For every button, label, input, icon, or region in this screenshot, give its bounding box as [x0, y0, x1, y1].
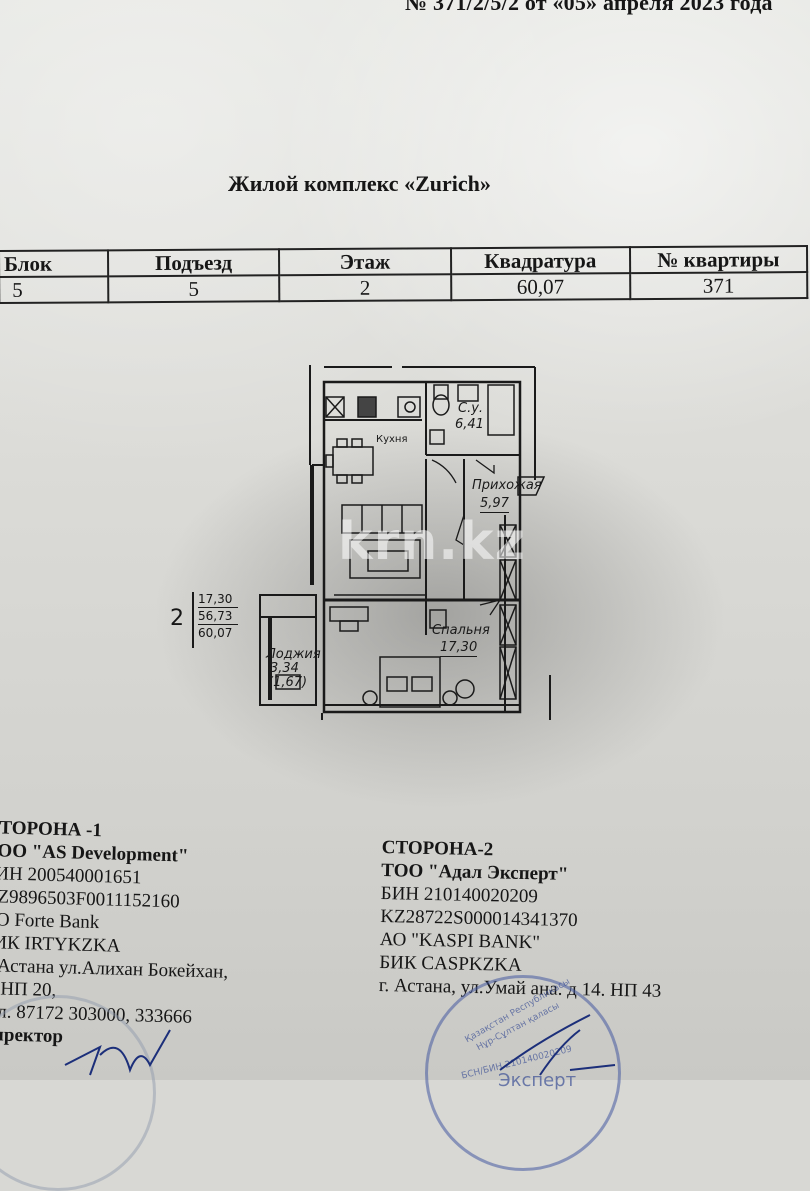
document-reference: № 371/2/5/2 от «05» апреля 2023 года	[405, 0, 773, 15]
complex-title: Жилой комплекс «Zurich»	[228, 171, 491, 196]
room-loggia-reduced-area: (1,67)	[268, 675, 308, 690]
value-area: 60,07	[450, 273, 630, 301]
room-count: 2	[170, 606, 184, 631]
party-2-signature	[499, 1014, 616, 1076]
apartment-info-table: Блок Подъезд Этаж Квадратура № квартиры …	[0, 245, 808, 304]
room-bedroom-area: 17,30	[440, 640, 478, 657]
room-hallway-label: Прихожая	[472, 478, 542, 493]
header-block: Блок	[0, 250, 109, 277]
summary-separator	[198, 624, 238, 626]
floor-plan-drawing	[259, 365, 551, 720]
summary-separator	[198, 607, 238, 609]
summary-divider	[192, 592, 194, 648]
room-hallway-area: 5,97	[480, 496, 509, 513]
room-loggia-area: 3,34	[270, 661, 299, 676]
table-row: 5 5 2 60,07 371	[0, 272, 808, 303]
party-1-details: СТОРОНА -1 ТОО "AS Development" БИН 2005…	[0, 816, 232, 1053]
value-apartment-number: 371	[629, 272, 808, 300]
value-block: 5	[0, 276, 109, 303]
room-bathroom-label: С.у.	[458, 401, 484, 416]
kitchen-note: Кухня	[376, 434, 408, 445]
header-entrance: Подъезд	[108, 249, 280, 277]
area-summary: 2 17,30 56,73 60,07	[170, 592, 250, 652]
total-area: 60,07	[198, 626, 233, 640]
room-bathroom-area: 6,41	[455, 417, 484, 432]
value-entrance: 5	[108, 275, 280, 303]
living-area: 17,30	[198, 592, 233, 606]
value-floor: 2	[279, 274, 452, 302]
watermark: krn.kz	[338, 512, 526, 572]
party-2-details: СТОРОНА-2 ТОО "Адал Эксперт" БИН 2101400…	[379, 836, 665, 1003]
room-loggia-label: Лоджия	[266, 647, 321, 662]
area-without-loggia: 56,73	[198, 609, 233, 623]
header-apartment-number: № квартиры	[629, 246, 808, 274]
floor-plan: С.у. 6,41 Прихожая 5,97 Спальня 17,30 Ло…	[250, 355, 560, 720]
header-floor: Этаж	[278, 248, 451, 276]
party-1-signature	[64, 1029, 171, 1076]
room-bedroom-label: Спальня	[432, 623, 490, 638]
header-area: Квадратура	[450, 247, 630, 275]
